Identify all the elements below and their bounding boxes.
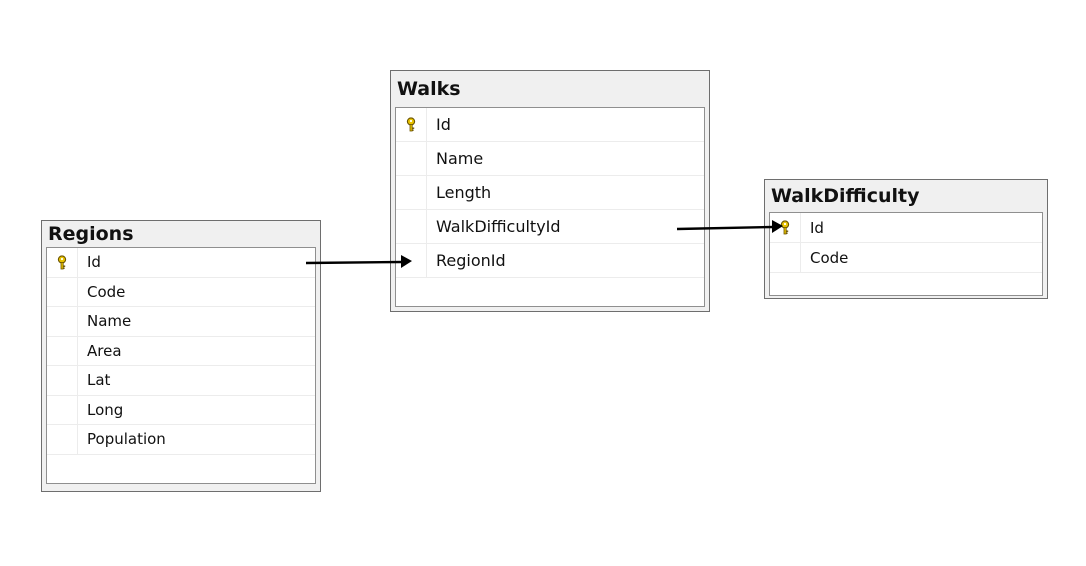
column-row[interactable]: RegionId bbox=[396, 244, 704, 278]
key-icon bbox=[405, 117, 417, 132]
column-row[interactable]: Name bbox=[47, 307, 315, 337]
row-gutter bbox=[47, 425, 78, 454]
relationship-walks-walkdifficulty[interactable] bbox=[676, 220, 783, 233]
row-gutter bbox=[396, 108, 427, 141]
row-gutter bbox=[47, 248, 78, 277]
column-label: Id bbox=[810, 218, 824, 237]
table-title-walks: Walks bbox=[397, 78, 461, 100]
column-row[interactable]: Lat bbox=[47, 366, 315, 396]
table-walks[interactable]: Walks Id Name Length WalkDifficultyId Re… bbox=[390, 70, 710, 312]
table-title-regions: Regions bbox=[48, 223, 134, 245]
column-label: Area bbox=[87, 341, 122, 360]
column-row[interactable]: Area bbox=[47, 336, 315, 366]
column-label: Code bbox=[87, 282, 126, 301]
column-row[interactable]: Id bbox=[396, 108, 704, 142]
table-title-walkdifficulty: WalkDifficulty bbox=[771, 185, 920, 207]
column-grid-regions: Id Code Name Area Lat Long Population bbox=[46, 247, 316, 484]
column-row[interactable]: Code bbox=[47, 277, 315, 307]
row-gutter bbox=[47, 307, 78, 336]
table-walkdifficulty[interactable]: WalkDifficulty Id Code bbox=[764, 179, 1048, 299]
key-icon bbox=[56, 255, 68, 270]
column-row[interactable]: Code bbox=[770, 243, 1042, 273]
column-label: Lat bbox=[87, 371, 111, 390]
column-label: Id bbox=[87, 253, 101, 272]
column-label: Population bbox=[87, 430, 166, 449]
column-row[interactable]: Id bbox=[770, 213, 1042, 243]
column-label: Length bbox=[436, 183, 492, 202]
row-gutter bbox=[47, 336, 78, 365]
row-gutter bbox=[396, 142, 427, 175]
row-gutter bbox=[770, 243, 801, 272]
row-gutter bbox=[770, 213, 801, 242]
column-row[interactable]: Length bbox=[396, 176, 704, 210]
relationship-regions-walks[interactable] bbox=[305, 255, 412, 268]
column-label: Id bbox=[436, 115, 451, 134]
row-gutter bbox=[47, 366, 78, 395]
row-gutter bbox=[396, 176, 427, 209]
column-label: RegionId bbox=[436, 251, 506, 270]
column-label: Long bbox=[87, 400, 124, 419]
column-row[interactable]: WalkDifficultyId bbox=[396, 210, 704, 244]
key-icon bbox=[779, 220, 791, 235]
column-label: Name bbox=[436, 149, 484, 168]
column-grid-walkdifficulty: Id Code bbox=[769, 212, 1043, 296]
column-row[interactable]: Long bbox=[47, 395, 315, 425]
row-gutter bbox=[396, 244, 427, 277]
table-regions[interactable]: Regions Id Code Name Area Lat bbox=[41, 220, 321, 492]
row-gutter bbox=[47, 395, 78, 424]
row-gutter bbox=[47, 277, 78, 306]
column-label: Code bbox=[810, 248, 849, 267]
row-gutter bbox=[396, 210, 427, 243]
column-grid-walks: Id Name Length WalkDifficultyId RegionId bbox=[395, 107, 705, 307]
column-row[interactable]: Population bbox=[47, 425, 315, 455]
column-label: Name bbox=[87, 312, 132, 331]
column-label: WalkDifficultyId bbox=[436, 217, 561, 236]
column-row[interactable]: Id bbox=[47, 248, 315, 278]
column-row[interactable]: Name bbox=[396, 142, 704, 176]
